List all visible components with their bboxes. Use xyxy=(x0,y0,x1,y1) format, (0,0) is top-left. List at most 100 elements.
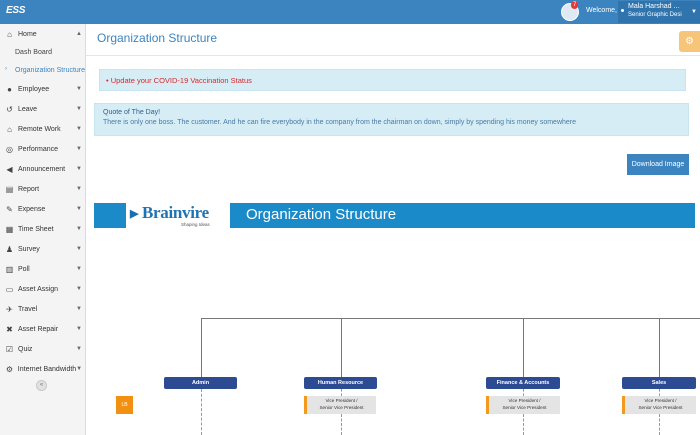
quote-title: Quote of The Day! xyxy=(103,109,161,116)
sidebar-item-poll[interactable]: ▥ Poll ▼ xyxy=(0,259,86,279)
bullet-icon: • xyxy=(106,76,111,85)
history-icon: ↺ xyxy=(6,104,13,114)
chevron-down-icon: ▼ xyxy=(76,86,82,92)
sidebar-item-label: Employee xyxy=(18,85,50,93)
chevron-down-icon: ▼ xyxy=(76,226,82,232)
logo-word: Brainvire xyxy=(142,203,209,222)
role-finance-vp[interactable]: Vice President / Senior Vice President xyxy=(486,396,560,414)
chevron-down-icon: ▼ xyxy=(76,326,82,332)
sidebar-item-label: Performance xyxy=(18,145,59,153)
brainvire-logo: ▶ Brainvire Shaping Ideas xyxy=(126,201,230,230)
org-connector-hr-down-2 xyxy=(341,414,342,435)
user-icon: ● xyxy=(7,84,12,94)
user-name: Mala Harshad ... xyxy=(628,3,680,10)
role-hr-vp[interactable]: Vice President / Senior Vice President xyxy=(304,396,376,414)
sidebar-item-announcement[interactable]: ◀ Announcement ▼ xyxy=(0,159,86,179)
sidebar-item-label: Leave xyxy=(18,105,38,113)
sidebar-subitem-label: Organization Structure xyxy=(15,66,86,74)
brand-logo[interactable]: ESS xyxy=(6,5,26,16)
role-line: Senior Vice President xyxy=(319,404,364,410)
sidebar-item-label: Home xyxy=(18,30,37,38)
quote-of-the-day: Quote of The Day! There is only one boss… xyxy=(94,103,689,136)
sidebar-item-home[interactable]: ⌂ Home ▲ xyxy=(0,24,86,44)
chevron-down-icon: ▼ xyxy=(76,246,82,252)
org-chart-title: Organization Structure xyxy=(246,206,397,223)
sidebar-item-report[interactable]: ▤ Report ▼ xyxy=(0,179,86,199)
home-icon: ⌂ xyxy=(7,29,12,39)
sidebar-subitem-label: Dash Board xyxy=(15,48,52,56)
chevron-down-icon: ▼ xyxy=(76,366,83,372)
user-role: Senior Graphic Desi xyxy=(628,12,682,18)
checkbox-icon: ☑ xyxy=(5,344,14,354)
chevron-down-icon: ▼ xyxy=(76,106,82,112)
role-line: Senior Vice President xyxy=(502,404,547,410)
notification-badge: 7 xyxy=(571,1,579,9)
org-connector-sales xyxy=(659,318,660,377)
sidebar-item-label: Time Sheet xyxy=(18,225,54,233)
sidebar-item-asset-assign[interactable]: ▭ Asset Assign ▼ xyxy=(0,279,86,299)
org-connector-sales-down-2 xyxy=(659,414,660,435)
plane-icon: ✈ xyxy=(6,304,13,314)
dept-finance-accounts[interactable]: Finance & Accounts xyxy=(486,377,560,389)
sidebar-item-label: Travel xyxy=(18,305,38,313)
sidebar-subitem-organization-structure[interactable]: › Organization Structure xyxy=(0,61,86,79)
sidebar-item-leave[interactable]: ↺ Leave ▼ xyxy=(0,99,86,119)
dept-admin[interactable]: Admin xyxy=(164,377,237,389)
book-icon: ▤ xyxy=(5,184,14,194)
sidebar-item-travel[interactable]: ✈ Travel ▼ xyxy=(0,299,86,319)
sidebar-item-employee[interactable]: ● Employee ▼ xyxy=(0,79,86,99)
sidebar-collapse-button[interactable]: « xyxy=(36,380,47,391)
chevron-down-icon: ▼ xyxy=(76,266,82,272)
title-divider xyxy=(86,55,700,56)
admin-member-badge[interactable]: LB xyxy=(116,396,133,414)
cogs-icon: ⚙ xyxy=(5,364,13,374)
org-connector-admin xyxy=(201,318,202,377)
sidebar-item-expense[interactable]: ✎ Expense ▼ xyxy=(0,199,86,219)
sidebar-item-asset-repair[interactable]: ✖ Asset Repair ▼ xyxy=(0,319,86,339)
org-connector-finance-down-2 xyxy=(523,414,524,435)
top-bar: ESS 7 Welcome, Mala Harshad ... Senior G… xyxy=(0,0,700,24)
role-line: Vice President / xyxy=(508,398,541,403)
sidebar-item-survey[interactable]: ♟ Survey ▼ xyxy=(0,239,86,259)
user-menu[interactable]: Mala Harshad ... Senior Graphic Desi ▼ xyxy=(618,1,700,23)
sidebar: ⌂ Home ▲ Dash Board › Organization Struc… xyxy=(0,24,86,435)
org-connector-hr-down xyxy=(341,389,342,396)
sidebar-item-time-sheet[interactable]: ▦ Time Sheet ▼ xyxy=(0,219,86,239)
sidebar-item-label: Quiz xyxy=(18,345,33,353)
sidebar-item-remote-work[interactable]: ⌂ Remote Work ▼ xyxy=(0,119,86,139)
sidebar-item-label: Asset Repair xyxy=(18,325,59,333)
sidebar-item-internet-bandwidth[interactable]: ⚙ Internet Bandwidth ▼ xyxy=(0,359,86,379)
sidebar-item-label: Asset Assign xyxy=(18,285,59,293)
role-sales-vp[interactable]: Vice President / Senior Vice President xyxy=(622,396,696,414)
dept-human-resource[interactable]: Human Resource xyxy=(304,377,377,389)
bar-chart-icon: ▥ xyxy=(5,264,14,274)
dept-sales[interactable]: Sales xyxy=(622,377,696,389)
sidebar-item-performance[interactable]: ◎ Performance ▼ xyxy=(0,139,86,159)
logo-tagline: Shaping Ideas xyxy=(181,222,210,227)
chevron-up-icon: ▲ xyxy=(76,31,82,37)
chevron-down-icon: ▼ xyxy=(76,126,82,132)
sidebar-item-quiz[interactable]: ☑ Quiz ▼ xyxy=(0,339,86,359)
chevron-down-icon: ▼ xyxy=(76,306,82,312)
covid-alert-text: Update your COVID-19 Vaccination Status xyxy=(110,76,252,85)
chevron-down-icon: ▼ xyxy=(76,286,82,292)
org-connector-horizontal xyxy=(201,318,700,319)
chevron-down-icon: ▼ xyxy=(76,206,82,212)
sidebar-subitem-dashboard[interactable]: Dash Board xyxy=(0,43,86,61)
gear-icon[interactable]: ⚙ xyxy=(679,31,700,52)
download-image-button[interactable]: Download Image xyxy=(627,154,689,175)
role-line: Vice President / xyxy=(644,398,677,403)
sidebar-item-label: Internet Bandwidth xyxy=(17,365,77,373)
chevron-down-icon: ▼ xyxy=(76,166,82,172)
org-connector-admin-down xyxy=(201,389,202,435)
chevron-right-icon: › xyxy=(5,66,7,72)
chevron-down-icon: ▼ xyxy=(76,146,82,152)
sidebar-item-label: Poll xyxy=(18,265,30,273)
chevron-down-icon: ▼ xyxy=(76,346,82,352)
caret-down-icon: ▼ xyxy=(691,9,697,15)
sidebar-item-label: Expense xyxy=(18,205,46,213)
calendar-icon: ▦ xyxy=(5,224,14,234)
org-connector-finance xyxy=(523,318,524,377)
welcome-text: Welcome, xyxy=(586,7,617,14)
covid-vaccination-alert[interactable]: • Update your COVID-19 Vaccination Statu… xyxy=(99,69,686,91)
